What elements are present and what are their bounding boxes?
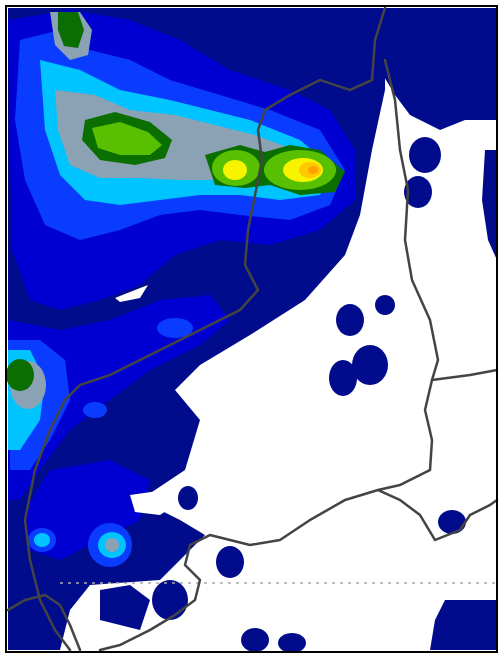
country-borders [6, 6, 499, 652]
border-line-main [23, 6, 387, 652]
precip-cell-b [404, 176, 432, 208]
precip-cell-high-west-edge [6, 359, 34, 391]
precip-cell-g [216, 546, 244, 578]
gap-sliver-west [130, 490, 175, 515]
precip-cell-l [375, 295, 395, 315]
precip-cell-j [278, 633, 306, 653]
precip-cell-k [438, 510, 466, 534]
precip-area-high-nw [58, 12, 84, 48]
precip-area-higher-west [92, 122, 162, 155]
precip-area-low-mid [8, 295, 230, 500]
precip-layer-extreme-core [308, 166, 318, 174]
precip-cell-moderate-low-b [157, 318, 193, 338]
precip-cell-e [329, 360, 357, 396]
precip-cell-c [336, 304, 364, 336]
precip-cell-d [352, 345, 388, 385]
precip-cell-h [152, 580, 188, 620]
white-gap-layer [115, 285, 175, 515]
gap-sliver-north [115, 285, 148, 302]
precip-area-low-south [25, 460, 150, 560]
map-frame [5, 5, 498, 653]
precip-cell-moderate-low-c [83, 402, 107, 418]
precip-cell-f [178, 486, 198, 510]
precip-cell-a [409, 137, 441, 173]
precip-area-very-low-southeast [430, 600, 497, 650]
precip-cell-i [241, 628, 269, 652]
precip-cell-moderate-high-a [105, 538, 119, 552]
precip-area-very-low-south [100, 585, 150, 630]
precip-area-very-low-northeast [372, 8, 497, 130]
precip-cell-extreme-core-a [308, 166, 318, 174]
border-line-southwest [6, 593, 82, 652]
border-line-southeast [376, 488, 499, 542]
precip-area-very-low-right-edge [482, 150, 497, 260]
precip-cell-moderate-b [34, 533, 50, 547]
border-line-east-branch [430, 368, 499, 382]
precip-cell-very-high-a [223, 160, 247, 180]
